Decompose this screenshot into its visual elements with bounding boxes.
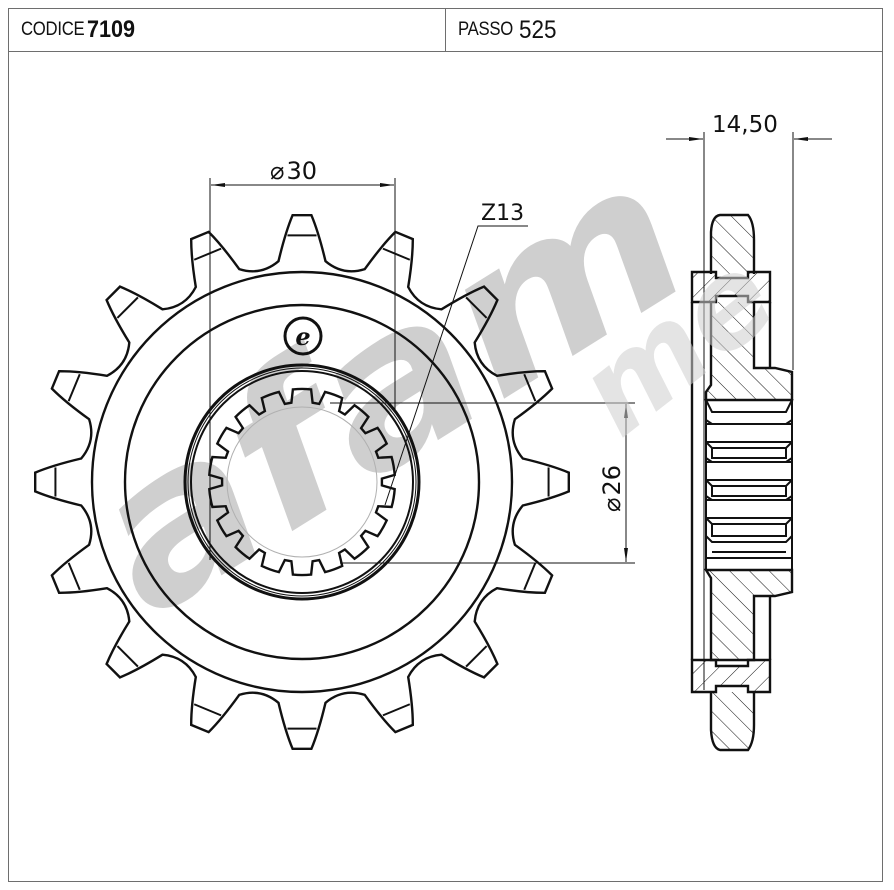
dimension-thickness (666, 132, 832, 690)
dimension-diameter-30 (209, 178, 396, 560)
diameter-26-label: ⌀26 (598, 465, 626, 512)
svg-text:e: e (295, 322, 310, 351)
code-value: 7109 (87, 16, 136, 43)
code-label: CODICE (21, 19, 85, 40)
e-logo-icon: e (283, 316, 323, 356)
sprocket-front-view (34, 214, 570, 750)
sprocket-side-view (690, 213, 794, 752)
diameter-30-label: ⌀30 (270, 157, 317, 185)
code-cell: CODICE 7109 (9, 9, 446, 51)
spline-z13-label: Z13 (481, 201, 524, 226)
dimension-diameter-26 (330, 402, 635, 564)
pitch-label: PASSO (458, 19, 514, 40)
title-block: CODICE 7109 PASSO 525 (9, 9, 882, 52)
thickness-label: 14,50 (712, 112, 778, 138)
pitch-cell: PASSO 525 (446, 9, 882, 51)
leader-z13 (384, 225, 528, 506)
drawing-frame: CODICE 7109 PASSO 525 (8, 8, 883, 882)
pitch-value: 525 (518, 15, 557, 44)
